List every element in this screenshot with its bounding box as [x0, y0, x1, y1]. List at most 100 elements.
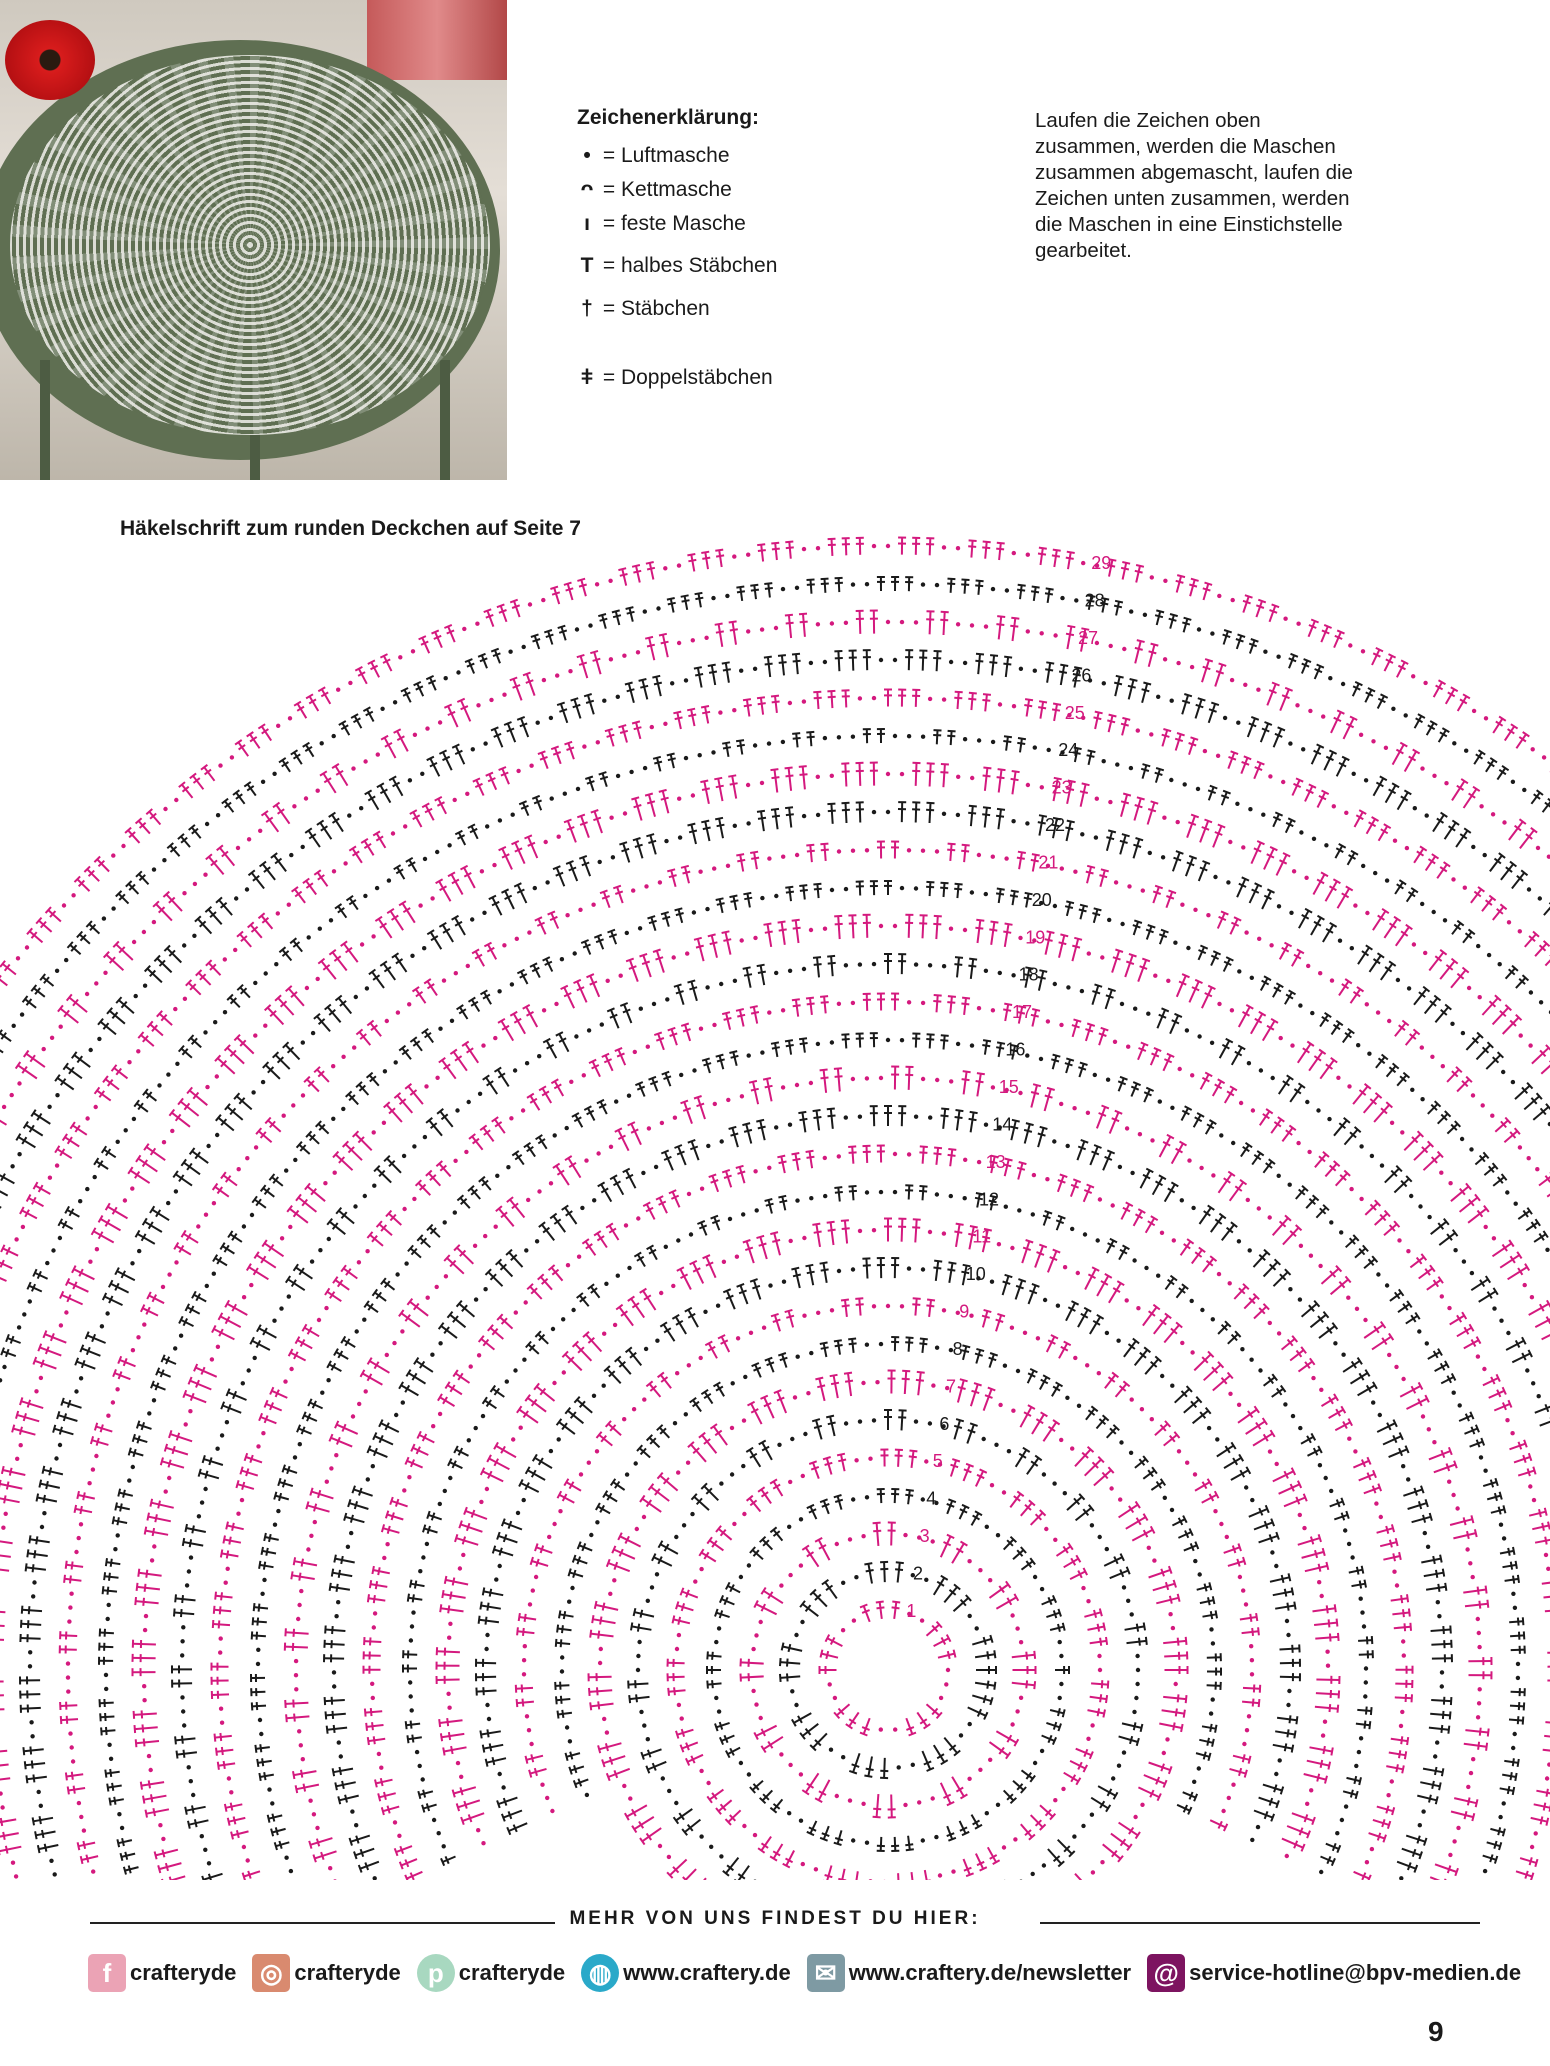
stitch-mark	[1282, 1227, 1300, 1246]
stitch-mark	[974, 1681, 995, 1687]
stitch-top	[676, 1266, 685, 1272]
stitch-crossbar	[220, 1746, 224, 1756]
stitch-top	[1204, 1071, 1213, 1078]
stitch-top	[220, 1401, 226, 1410]
stitch-top	[735, 1008, 745, 1012]
stitch-mark	[1329, 1500, 1344, 1508]
chain-stitch-mark	[672, 1115, 678, 1120]
stitch-mark	[1541, 1581, 1550, 1585]
stitch-mark	[893, 1601, 898, 1620]
chain-stitch-mark	[279, 1236, 285, 1241]
stitch-crossbar	[1138, 1637, 1141, 1646]
stitch-top	[1423, 1837, 1428, 1846]
stitch-mark	[314, 1850, 337, 1860]
stitch-mark	[679, 1268, 692, 1290]
stitch-top	[1501, 1386, 1507, 1395]
stitch-mark	[995, 1314, 1003, 1332]
chain-stitch-mark	[1377, 1412, 1383, 1418]
stitch-crossbar	[876, 1606, 885, 1610]
chain-stitch-mark	[1347, 1084, 1352, 1089]
chain-stitch-mark	[816, 1310, 821, 1315]
stitch-top	[1284, 1268, 1292, 1276]
stitch-top	[1317, 1445, 1323, 1454]
chain-stitch-mark	[1246, 1061, 1252, 1066]
stitch-mark	[529, 1767, 547, 1775]
stitch-crossbar	[1178, 1287, 1186, 1294]
stitch-top	[916, 1370, 925, 1374]
stitch-mark	[325, 1628, 346, 1632]
stitch-top	[1498, 1491, 1503, 1500]
stitch-crossbar	[649, 1385, 658, 1392]
stitch-top	[552, 1162, 561, 1169]
stitch-top	[674, 1144, 683, 1149]
chain-stitch-mark	[910, 1762, 915, 1768]
stitch-top	[331, 1768, 336, 1777]
stitch-mark	[1031, 1009, 1038, 1027]
stitch-top	[962, 1344, 971, 1349]
stitch-crossbar	[1506, 1785, 1511, 1795]
stitch-crossbar	[369, 1708, 373, 1717]
stitch-mark	[822, 1343, 828, 1358]
stitch-top	[690, 1493, 698, 1501]
stitch-mark	[893, 1836, 897, 1851]
stitch-top	[602, 1490, 609, 1499]
stitch-top	[933, 1146, 943, 1150]
stitch-mark	[690, 981, 698, 1002]
stitch-top	[948, 1836, 957, 1842]
stitch-top	[1049, 1813, 1057, 1821]
stitch-mark	[890, 1522, 893, 1546]
stitch-mark	[138, 1571, 162, 1577]
stitch-mark	[545, 1040, 558, 1059]
chain-stitch-mark	[1022, 1330, 1028, 1335]
stitch-mark	[636, 1253, 646, 1268]
stitch-crossbar	[1234, 1050, 1243, 1057]
stitch-top	[983, 1227, 993, 1232]
stitch-crossbar	[989, 1160, 998, 1165]
stitch-crossbar	[1023, 1411, 1032, 1417]
stitch-top	[1534, 1858, 1539, 1868]
chain-stitch-mark	[738, 1574, 744, 1580]
stitch-mark	[1271, 1217, 1289, 1236]
stitch-top	[1211, 1738, 1215, 1747]
stitch-mark	[879, 1489, 883, 1504]
stitch-mark	[143, 1794, 167, 1801]
stitch-crossbar	[723, 1017, 732, 1021]
stitch-top	[1333, 1160, 1341, 1168]
stitch-mark	[1301, 1550, 1325, 1559]
stitch-mark	[245, 1456, 263, 1464]
chain-stitch-mark	[1276, 1173, 1281, 1178]
stitch-top	[1122, 1380, 1131, 1388]
stitch-mark	[1388, 1751, 1406, 1757]
stitch-mark	[982, 1388, 993, 1411]
stitch-top	[1405, 1175, 1413, 1183]
stitch-top	[717, 1334, 726, 1340]
stitch-mark	[1272, 1271, 1289, 1287]
stitch-mark	[829, 1416, 836, 1437]
stitch-crossbar	[1128, 1505, 1135, 1514]
stitch-top	[1025, 966, 1034, 970]
stitch-mark	[503, 1809, 523, 1819]
chain-stitch-mark	[1379, 1163, 1385, 1168]
chain-stitch-mark	[1409, 1193, 1414, 1199]
stitch-top	[680, 1099, 689, 1105]
stitch-top	[933, 994, 942, 997]
stitch-crossbar	[737, 1013, 746, 1018]
stitch-top	[715, 1525, 722, 1533]
stitch-mark	[1289, 1349, 1305, 1362]
stitch-mark	[726, 1290, 736, 1310]
chain-stitch-mark	[1081, 1823, 1086, 1829]
chain-stitch-mark	[779, 1583, 784, 1588]
stitch-mark	[1149, 1049, 1159, 1066]
stitch-mark	[793, 1712, 812, 1724]
stitch-crossbar	[1092, 990, 1101, 995]
stitch-mark	[711, 1175, 720, 1193]
stitch-crossbar	[1524, 1870, 1529, 1879]
chain-stitch-mark	[1200, 1307, 1205, 1313]
stitch-top	[605, 1558, 611, 1568]
stitch-top	[1237, 1543, 1242, 1552]
stitch-crossbar	[613, 1180, 621, 1187]
stitch-mark	[684, 1024, 692, 1042]
stitch-mark	[1106, 1240, 1115, 1254]
chain-stitch-mark	[1336, 1075, 1341, 1080]
stitch-top	[1088, 1751, 1094, 1760]
